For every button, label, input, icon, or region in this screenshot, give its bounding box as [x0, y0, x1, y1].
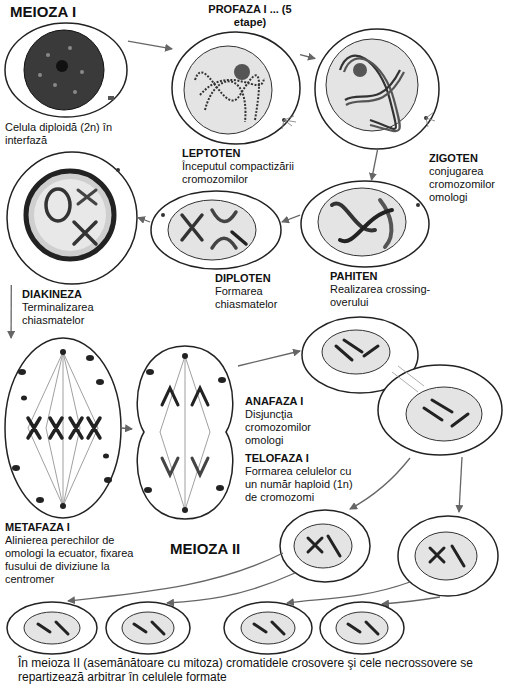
- text-slot: conjugarea cromozomilor omologi: [429, 165, 501, 204]
- telophase-cell: [302, 317, 502, 455]
- cell-stage: METAFAZA IAlinierea perechilor de omolog…: [4, 338, 122, 518]
- stage-arrow: [372, 150, 378, 180]
- stage-description: Alinierea perechilor de omologi la ecuat…: [5, 534, 135, 586]
- section-heading: MEIOZA I: [10, 3, 130, 21]
- text-slot: METAFAZA I: [5, 521, 135, 534]
- text-slot: Terminalizarea chiasmatelor: [22, 301, 132, 327]
- flow-arrow: [287, 582, 410, 603]
- text-slot: ANAFAZA I: [245, 395, 320, 408]
- text-slot: Alinierea perechilor de omologi la ecuat…: [5, 534, 135, 586]
- text-slot: PAHITEN: [330, 270, 440, 283]
- haploid-cell: [224, 602, 312, 654]
- stage-arrow: [10, 285, 11, 338]
- stage-name: ZIGOTEN: [429, 152, 501, 165]
- cell-stage: ZIGOTENconjugarea cromozomilor omologi: [315, 28, 440, 150]
- text-slot: MEIOZA II: [170, 540, 280, 558]
- caption-note: În meioza II (asemănătoare cu mitoza) cr…: [18, 656, 488, 684]
- stage-arrow: [300, 55, 315, 59]
- stage-description: Realizarea crossing-overului: [330, 283, 445, 309]
- stage-name: TELOFAZA I: [245, 452, 363, 465]
- text-slot: Disjuncţia cromozomilor omologi: [245, 408, 320, 447]
- stage-description: Disjuncţia cromozomilor omologi: [245, 408, 320, 447]
- text-slot: Realizarea crossing-overului: [330, 283, 445, 309]
- text-slot: MEIOZA I: [10, 3, 130, 21]
- stage-name: PAHITEN: [330, 270, 440, 283]
- haploid-cell: [106, 602, 190, 654]
- haploid-cell: [320, 602, 404, 654]
- flow-arrow: [459, 457, 462, 512]
- text-slot: Formarea chiasmatelor: [215, 285, 297, 311]
- cell-stage: TELOFAZA IFormarea celulelor cu un număr…: [300, 316, 502, 456]
- stage-name: DIPLOTEN: [215, 272, 297, 285]
- text-slot: DIPLOTEN: [215, 272, 297, 285]
- pachytene-cell: [301, 181, 429, 267]
- stage-description: Formarea celulelor cu un număr haploid (…: [245, 465, 363, 504]
- stage-name: ANAFAZA I: [245, 395, 320, 408]
- section-heading: MEIOZA II: [170, 540, 280, 558]
- zygotene-cell: [315, 29, 439, 149]
- stage-arrow: [128, 41, 172, 49]
- metaphase-cell: [5, 338, 121, 518]
- text-slot: PROFAZA I ... (5 etape): [195, 3, 305, 29]
- cell-stage: DIPLOTENFormarea chiasmatelor: [150, 190, 282, 270]
- stage-description: Celula diploidă (2n) în interfază: [5, 121, 135, 147]
- text-slot: DIAKINEZA: [22, 288, 132, 301]
- leptotene-cell: [172, 32, 300, 144]
- cell-stage: PAHITENRealizarea crossing-overului: [300, 180, 430, 268]
- diplotene-cell: [151, 191, 281, 269]
- text-slot: Începutul compactizării cromozomilor: [182, 160, 322, 186]
- stage-arrow: [122, 428, 132, 429]
- text-slot: LEPTOTEN: [182, 147, 292, 160]
- anaphase-cell: [137, 346, 233, 519]
- cell-stage: ANAFAZA IDisjuncţia cromozomilor omologi: [132, 345, 238, 520]
- flow-arrow: [350, 458, 410, 509]
- flow-arrow: [167, 573, 295, 603]
- stage-name: LEPTOTEN: [182, 147, 292, 160]
- interphase-cell: [5, 23, 127, 117]
- stage-arrow: [282, 215, 300, 222]
- flow-arrow: [382, 597, 440, 604]
- daughter-cell: [280, 510, 370, 582]
- text-slot: În meioza II (asemănătoare cu mitoza) cr…: [18, 656, 488, 684]
- stage-name: DIAKINEZA: [22, 288, 132, 301]
- cell-stage: LEPTOTENÎnceputul compactizării cromozom…: [172, 32, 300, 145]
- cell-stage: Celula diploidă (2n) în interfază: [5, 22, 128, 118]
- text-slot: Formarea celulelor cu un număr haploid (…: [245, 465, 363, 504]
- stage-arrow: [238, 351, 300, 366]
- text-slot: ZIGOTEN: [429, 152, 501, 165]
- phase-heading: PROFAZA I ... (5 etape): [195, 3, 305, 29]
- text-slot: TELOFAZA I: [245, 452, 363, 465]
- stage-description: Începutul compactizării cromozomilor: [182, 160, 322, 186]
- daughter-cell: [398, 516, 498, 596]
- stage-description: Formarea chiasmatelor: [215, 285, 297, 311]
- stage-description: Terminalizarea chiasmatelor: [22, 301, 132, 327]
- haploid-cell: [7, 602, 97, 654]
- cell-stage: DIAKINEZATerminalizarea chiasmatelor: [6, 150, 138, 285]
- stage-description: conjugarea cromozomilor omologi: [429, 165, 501, 204]
- diakinesis-cell: [7, 152, 137, 284]
- stage-arrow: [138, 218, 150, 223]
- text-slot: Celula diploidă (2n) în interfază: [5, 121, 135, 147]
- stage-name: METAFAZA I: [5, 521, 135, 534]
